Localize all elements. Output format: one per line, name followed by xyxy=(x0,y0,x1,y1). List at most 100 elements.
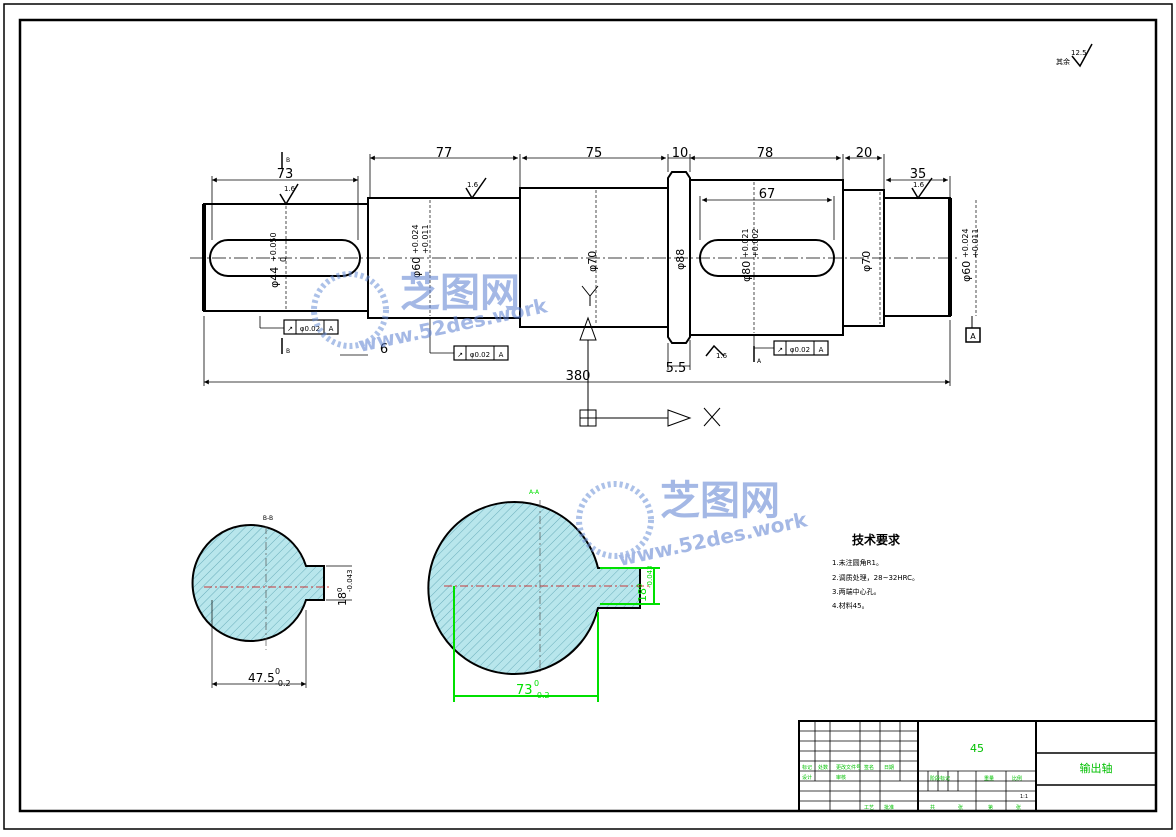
tol-2-datum: A xyxy=(499,351,504,359)
dia-70-b: φ70 xyxy=(860,251,873,272)
dia-60-b: φ60 xyxy=(960,261,973,282)
tol-3-symbol: ↗ xyxy=(777,346,783,354)
dim-35: 35 xyxy=(910,167,927,182)
watermark-brand: 芝图网 xyxy=(400,270,520,316)
part-name-cell: 输出轴 xyxy=(1080,761,1113,775)
section-a-a: A-A 73 0 -0.2 18 0 -0.043 xyxy=(427,489,660,702)
dim-73: 73 xyxy=(277,167,294,182)
surface-mark-2-icon xyxy=(465,177,487,200)
section-a-a-shape xyxy=(427,501,641,675)
dim-20: 20 xyxy=(856,146,873,161)
shaft-segment-6 xyxy=(842,189,885,327)
shaft-profile xyxy=(202,171,952,344)
dim-6: 6 xyxy=(380,342,388,357)
title-block xyxy=(798,720,1157,812)
tb-row-label: 日期 xyxy=(884,765,894,771)
dim-77: 77 xyxy=(436,146,453,161)
roughness-label: 其余 xyxy=(1056,57,1070,66)
diameter-labels: φ44 0 +0.050 φ60 +0.011 +0.024 φ70 φ88 φ… xyxy=(268,224,980,288)
section-b-b-label: B-B xyxy=(263,515,273,522)
tolerance-frame-1: ↗ φ0.02 A xyxy=(259,316,339,335)
tol-1-symbol: ↗ xyxy=(287,325,293,333)
tolerance-frame-2: ↗ φ0.02 A xyxy=(429,318,509,361)
tb-row-label: 处数 xyxy=(818,764,828,771)
surface-mark-3-icon xyxy=(911,177,933,200)
inner-border xyxy=(18,18,1158,813)
top-dimensions xyxy=(203,154,951,386)
axis-y-label: Y xyxy=(0,0,1,1)
tech-req-item: 2.调质处理，28~32HRC。 xyxy=(832,573,919,582)
watermark-2: 芝图网 www.52des.work xyxy=(576,478,810,571)
datum-label: A xyxy=(970,332,976,341)
large-width-tol-low: -0.2 xyxy=(534,691,550,700)
tb-bottom-label: 共 xyxy=(930,804,935,811)
tb-bottom-label: 张 xyxy=(1016,804,1021,811)
tol-2-symbol: ↗ xyxy=(457,351,463,359)
keyway-left xyxy=(209,239,361,277)
section-a-a-label: A-A xyxy=(529,489,540,496)
tol-1-value: φ0.02 xyxy=(300,325,320,333)
watermark-1: 芝图网 www.52des.work xyxy=(311,270,550,357)
small-key-dim: 18 xyxy=(336,592,349,606)
ucs-icon xyxy=(579,285,721,427)
small-width-dim: 47.5 xyxy=(248,671,275,685)
tb-row-label: 签名 xyxy=(864,764,874,771)
dim-67: 67 xyxy=(759,187,776,202)
large-width-dim: 73 xyxy=(516,683,533,698)
dia-60-a: φ60 xyxy=(410,257,423,278)
tb-left-label: 审核 xyxy=(836,774,846,781)
tol-1-datum: A xyxy=(329,325,334,333)
tb-mid-label: 比例 xyxy=(1012,775,1022,782)
section-mark-b-bottom: B xyxy=(286,348,290,355)
dim-10: 10 xyxy=(672,146,689,161)
dia-70-a: φ70 xyxy=(586,251,599,272)
tech-req-item: 3.两端中心孔。 xyxy=(832,587,881,596)
shaft-collar xyxy=(667,171,691,344)
tb-row-label: 更改文件号 xyxy=(836,764,861,771)
surface-value-2: 1.6 xyxy=(467,181,479,189)
large-key-dim: 18 xyxy=(636,588,649,602)
surface-value-3: 1.6 xyxy=(913,181,925,189)
dia-80-tol-low: +0.002 xyxy=(751,228,760,258)
large-key-tol-up: 0 xyxy=(636,584,644,588)
title-block-labels: 标记 处数 更改文件号 签名 日期 设计 审核 工艺 批准 阶段标记 重量 比例… xyxy=(802,764,1022,811)
small-width-tol-low: -0.2 xyxy=(275,679,291,688)
tb-mid-label: 重量 xyxy=(984,775,994,782)
surface-mark-4-icon xyxy=(705,344,725,357)
dia-80: φ80 xyxy=(740,261,753,282)
section-b-b: B-B 47.5 0 -0.2 18 0 -0.043 xyxy=(191,515,354,688)
section-mark-a-bottom: A xyxy=(757,358,762,365)
roughness-check-icon xyxy=(1071,43,1093,68)
technical-requirements: 技术要求 1.未注圆角R1。 2.调质处理，28~32HRC。 3.两端中心孔。… xyxy=(832,532,919,610)
dia-60-a-tol-low: +0.011 xyxy=(421,224,430,254)
tb-left-label: 工艺 xyxy=(864,805,874,811)
dia-60-b-tol-up: +0.024 xyxy=(961,228,970,258)
dim-78: 78 xyxy=(757,146,774,161)
tech-req-item: 4.材料45。 xyxy=(832,601,869,610)
section-cut-marks xyxy=(281,152,755,362)
keyway-right xyxy=(699,239,835,277)
dia-60-b-tol-low: +0.011 xyxy=(971,228,980,258)
roughness-value: 12.5 xyxy=(1071,49,1087,57)
material-cell: 45 xyxy=(970,742,984,755)
tol-3-datum: A xyxy=(819,346,824,354)
dia-60-a-tol-up: +0.024 xyxy=(411,224,420,254)
surface-value-1: 1.6 xyxy=(284,185,296,193)
surface-finish-marks xyxy=(279,177,933,357)
large-key-tol-low: -0.043 xyxy=(646,565,654,588)
shaft-segment-7 xyxy=(883,197,951,317)
axis-x-label: X xyxy=(0,0,1,1)
tb-bottom-label: 第 xyxy=(988,804,993,811)
small-width-tol-up: 0 xyxy=(275,667,280,676)
diameter-leader-lines xyxy=(285,182,977,333)
large-width-tol-up: 0 xyxy=(534,679,539,688)
tol-2-value: φ0.02 xyxy=(470,351,490,359)
tb-row-label: 标记 xyxy=(802,764,812,771)
tech-req-title: 技术要求 xyxy=(852,532,901,547)
tb-mid-label: 阶段标记 xyxy=(930,775,950,782)
dia-44: φ44 xyxy=(268,267,281,288)
section-b-b-shape xyxy=(191,524,325,642)
datum-a: A xyxy=(965,316,981,343)
